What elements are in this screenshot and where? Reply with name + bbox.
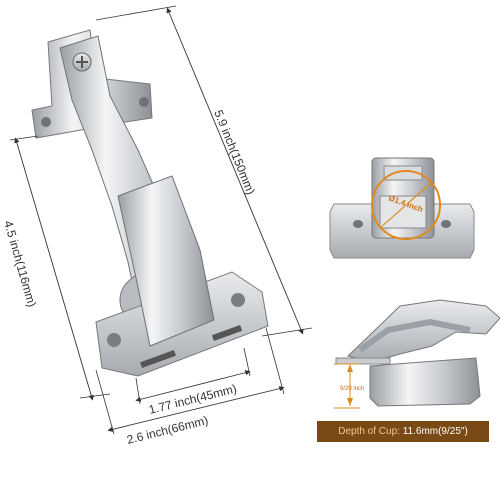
cup-detail-illustration: Ø1.4 inch — [329, 157, 475, 259]
plate-hole — [139, 97, 149, 107]
hinge-main-illustration — [31, 29, 269, 377]
side-profile-illustration: 9/20 inch — [334, 299, 500, 409]
dimension-body-length: 4.5 inch(116mm) — [1, 135, 111, 401]
cup-depth-label: Depth of Cup: — [338, 426, 400, 437]
cup-offset-label: 9/20 inch — [340, 386, 364, 392]
cup-depth-banner: Depth of Cup: 11.6mm(9/25") — [317, 421, 489, 442]
profile-arm — [347, 299, 500, 363]
total-length-label: 5.9 inch(150mm) — [211, 108, 258, 197]
cup-depth-value: 11.6mm(9/25") — [402, 426, 468, 437]
body-length-label: 4.5 inch(116mm) — [1, 219, 39, 309]
plate-width-label: 1.77 inch(45mm) — [147, 382, 238, 417]
base-hole — [231, 293, 245, 307]
profile-cup — [369, 357, 481, 407]
total-width-label: 2.6 inch(66mm) — [125, 413, 209, 447]
base-hole — [107, 333, 121, 347]
cup-diameter-circle — [371, 170, 441, 240]
plate-hole — [41, 117, 51, 127]
